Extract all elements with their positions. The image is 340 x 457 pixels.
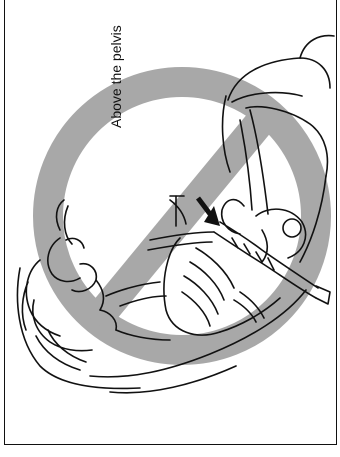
prohibition-sign bbox=[48, 82, 316, 350]
annotation-label: Above the pelvis bbox=[108, 0, 124, 128]
